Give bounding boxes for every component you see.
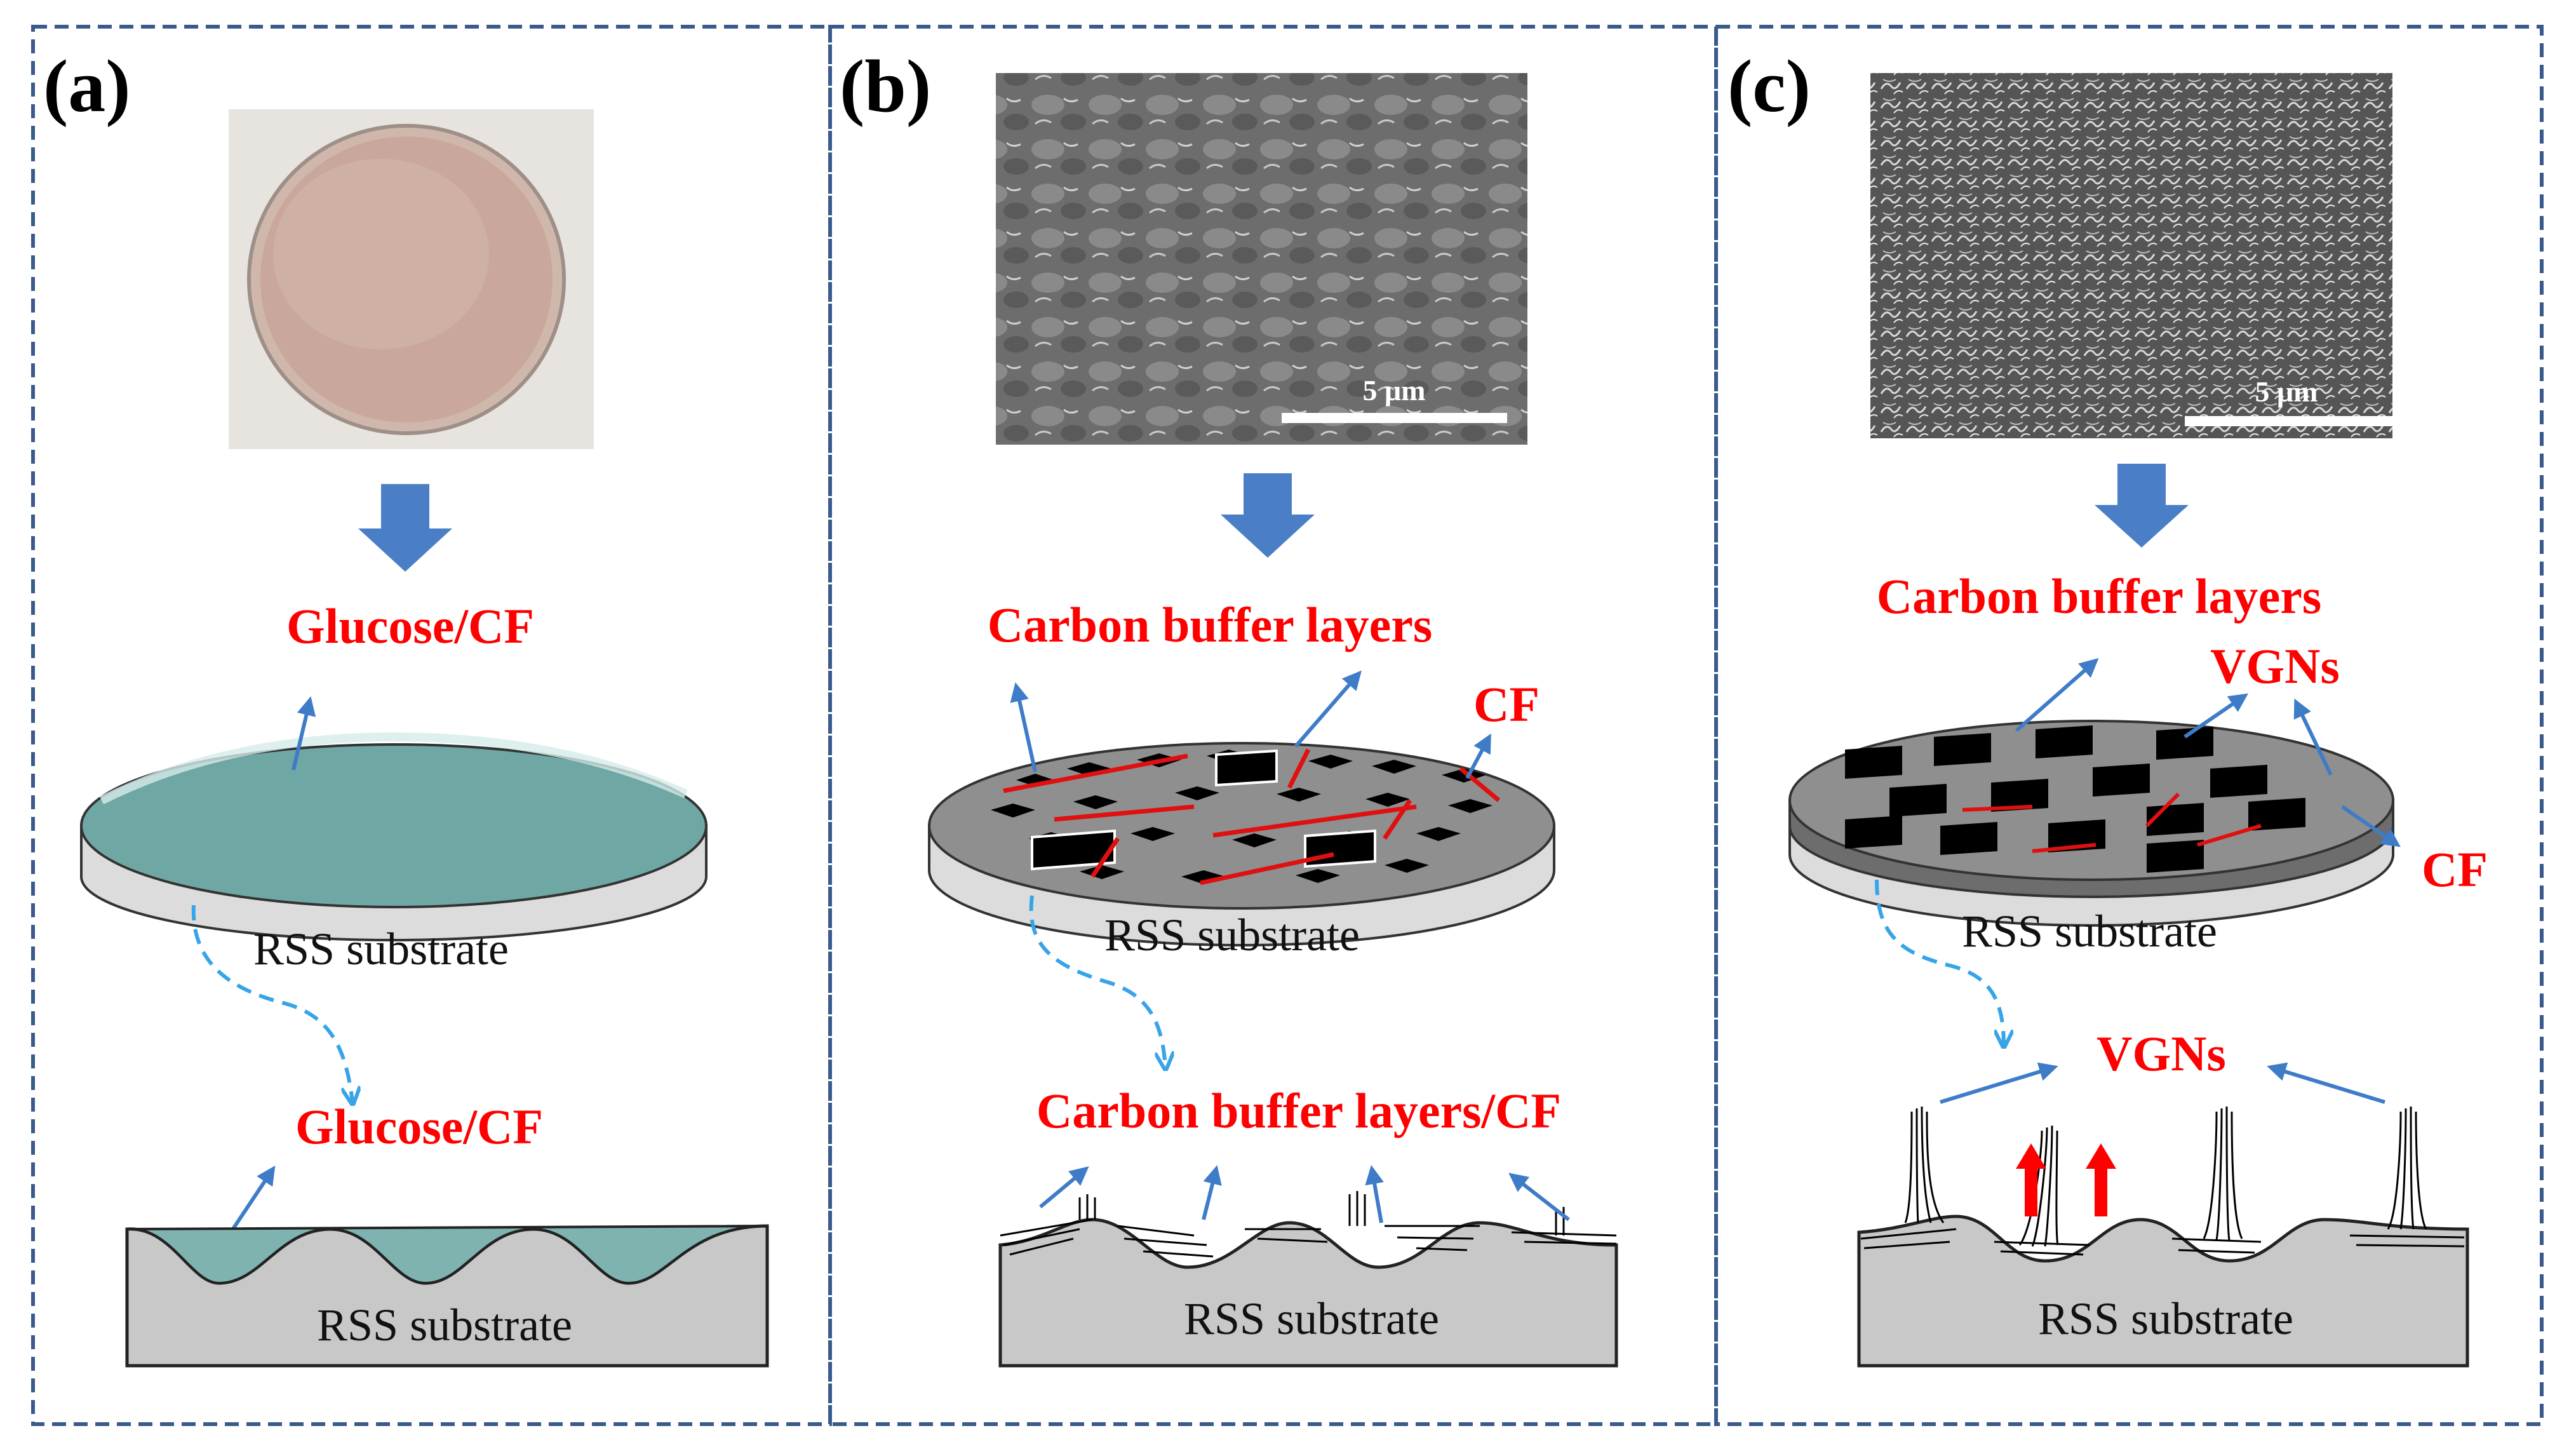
panel-c-letter: (c) xyxy=(1727,44,1811,128)
panel-a-letter: (a) xyxy=(43,44,131,128)
sample-photo xyxy=(229,109,594,449)
pointer-icon xyxy=(2293,698,2333,776)
vgn-disk-c xyxy=(1788,720,2394,927)
panel-c-frame xyxy=(1714,25,2544,1426)
zoom-dashed-arrow xyxy=(1029,895,1165,1067)
disk-substrate-label: RSS substrate xyxy=(253,924,509,974)
carbon-disk-b xyxy=(928,742,1555,946)
section-label-b: Carbon buffer layers/CF xyxy=(1036,1083,1561,1138)
section-substrate-label-c: RSS substrate xyxy=(2038,1293,2293,1344)
pointer-icon xyxy=(2015,658,2099,732)
disk-label-b: Carbon buffer layers xyxy=(988,597,1433,652)
cross-section-c xyxy=(1857,1106,2469,1368)
sem-image-c: 5 μm xyxy=(1870,73,2394,438)
pointer-icon xyxy=(1294,670,1362,748)
disk-substrate-label-b: RSS substrate xyxy=(1104,910,1360,960)
section-substrate-label-b: RSS substrate xyxy=(1184,1293,1439,1344)
pointer-icon xyxy=(1508,1173,1570,1222)
section-label: Glucose/CF xyxy=(295,1099,543,1154)
scale-bar-c: 5 μm xyxy=(2255,375,2318,408)
down-arrow-icon xyxy=(2095,464,2189,548)
scale-bar-b: 5 μm xyxy=(1363,374,1426,407)
growth-arrow-icon xyxy=(2016,1143,2046,1216)
pointer-icon xyxy=(1940,1062,2058,1104)
sem-image-b: 5 μm xyxy=(996,73,1527,445)
pointer-icon xyxy=(2341,805,2401,847)
pointer-icon xyxy=(1039,1166,1089,1209)
pointer-icon xyxy=(1202,1165,1222,1220)
disk-label-c-vgns: VGNs xyxy=(2210,638,2340,694)
pointer-icon xyxy=(1365,1165,1384,1223)
zoom-dashed-arrow xyxy=(191,905,352,1102)
disk-label: Glucose/CF xyxy=(286,598,534,654)
down-arrow-icon xyxy=(1221,473,1315,558)
cross-section-b xyxy=(998,1191,1618,1368)
section-label-c: VGNs xyxy=(2096,1026,2226,1081)
section-label-pointer xyxy=(228,1166,276,1235)
down-arrow-icon xyxy=(358,484,452,572)
panel-b-letter: (b) xyxy=(840,44,931,128)
pointer-icon xyxy=(1010,682,1037,772)
growth-arrow-icon xyxy=(2086,1143,2116,1216)
disk-label-c: Carbon buffer layers xyxy=(1877,569,2322,624)
section-substrate-label: RSS substrate xyxy=(317,1300,572,1350)
disk-substrate-label-c: RSS substrate xyxy=(1962,906,2217,957)
disk-label-c-cf: CF xyxy=(2422,842,2488,897)
pointer-icon xyxy=(2184,693,2248,739)
pointer-icon xyxy=(1465,733,1491,779)
coated-disk xyxy=(80,732,708,941)
disk-label-pointer xyxy=(292,696,316,771)
cross-section-a xyxy=(125,1224,769,1368)
disk-label-b-cf: CF xyxy=(1473,677,1540,732)
pointer-icon xyxy=(2267,1062,2385,1104)
zoom-dashed-arrow xyxy=(1875,879,2004,1045)
